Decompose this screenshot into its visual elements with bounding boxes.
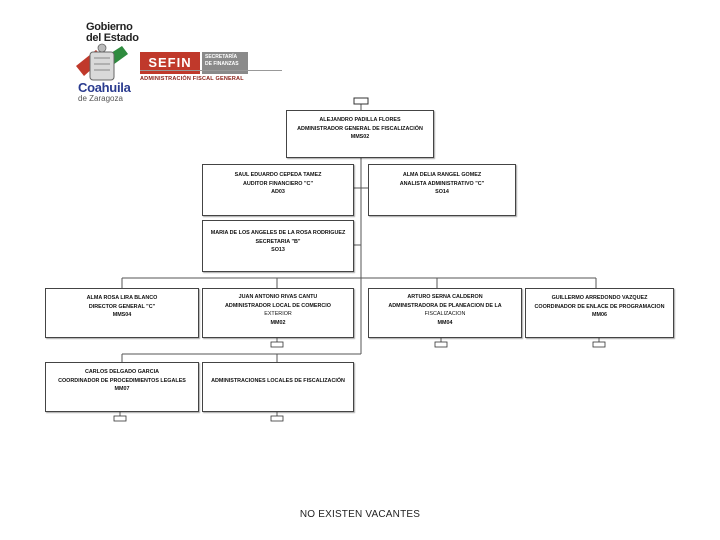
sefin-badge: SEFIN [140,52,200,74]
org-box-administraciones-locales: ADMINISTRACIONES LOCALES DE FISCALIZACIÓ… [202,362,354,412]
box-code: MM06 [592,312,607,318]
box-title: ADMINISTRADOR LOCAL DE COMERCIO [225,302,331,309]
org-box-comercio-exterior: JUAN ANTONIO RIVAS CANTU ADMINISTRADOR L… [202,288,354,338]
box-name: GUILLERMO ARREDONDO VAZQUEZ [551,295,648,301]
box-name: CARLOS DELGADO GARCIA [85,369,159,375]
box-name: SAUL EDUARDO CEPEDA TAMEZ [234,172,322,178]
box-code: MM07 [114,386,130,392]
box-name: ALMA DELIA RANGEL GOMEZ [402,172,482,178]
footer-note: NO EXISTEN VACANTES [299,509,421,520]
government-logo: Gobierno del Estado SEFIN SECRETARÍA DE … [66,22,286,106]
secretaria-badge: SECRETARÍA DE FINANZAS [202,52,248,74]
box-code: SO14 [435,189,449,195]
box-name: ALMA ROSA LIRA BLANCO [86,295,158,301]
logo-del-estado: del Estado [86,32,139,44]
logo-state-name: Coahuila [78,80,131,95]
org-box-administrador-general: ALEJANDRO PADILLA FLORES ADMINISTRADOR G… [286,110,434,158]
coat-of-arms-icon [76,43,128,81]
logo-administracion-text: ADMINISTRACIÓN FISCAL GENERAL [140,76,244,82]
org-box-enlace: GUILLERMO ARREDONDO VAZQUEZ COORDINADOR … [525,288,674,338]
box-name: MARIA DE LOS ANGELES DE LA ROSA RODRIGUE… [210,230,346,236]
box-title-2: FISCALIZACION [424,311,466,317]
box-title: ADMINISTRACIONES LOCALES DE FISCALIZACIÓ… [211,378,345,384]
box-code: MM04 [437,319,453,326]
org-box-analista: ALMA DELIA RANGEL GOMEZ ANALISTA ADMINIS… [368,164,516,216]
org-box-legales: CARLOS DELGADO GARCIA COORDINADOR DE PRO… [45,362,199,412]
box-code: AD03 [271,189,285,195]
org-box-auditor: SAUL EDUARDO CEPEDA TAMEZ AUDITOR FINANC… [202,164,354,216]
top-vacancy-icon [353,97,369,105]
box-code: MM02 [270,319,286,326]
box-title: AUDITOR FINANCIERO "C" [243,180,313,187]
logo-state-sub: de Zaragoza [78,94,123,103]
box-title-2: EXTERIOR [264,311,292,317]
org-box-director: ALMA ROSA LIRA BLANCO DIRECTOR GENERAL "… [45,288,199,338]
box-title: DIRECTOR GENERAL "C" [88,303,156,310]
box-title: COORDINADOR DE ENLACE DE PROGRAMACION [534,303,665,310]
org-box-planeacion: ARTURO SERNA CALDERON ADMINISTRADORA DE … [368,288,522,338]
box-title: ADMINISTRADORA DE PLANEACION DE LA [388,302,502,309]
logo-gobierno: Gobierno [86,21,133,33]
box-code: MMS02 [350,134,370,140]
box-name: JUAN ANTONIO RIVAS CANTU [238,294,318,300]
box-code: SO13 [271,247,285,253]
box-name: ALEJANDRO PADILLA FLORES [319,117,401,123]
logo-gobierno-text: Gobierno del Estado [86,22,139,44]
org-box-secretaria: MARIA DE LOS ANGELES DE LA ROSA RODRIGUE… [202,220,354,272]
box-title: COORDINADOR DE PROCEDIMIENTOS LEGALES [58,377,186,384]
box-title: ADMINISTRADOR GENERAL DE FISCALIZACIÓN [297,125,423,132]
box-code: MMS04 [112,312,132,318]
box-title: SECRETARIA "B" [255,238,301,245]
box-name: ARTURO SERNA CALDERON [407,294,483,300]
box-title: ANALISTA ADMINISTRATIVO "C" [399,180,485,187]
logo-divider [140,70,282,71]
